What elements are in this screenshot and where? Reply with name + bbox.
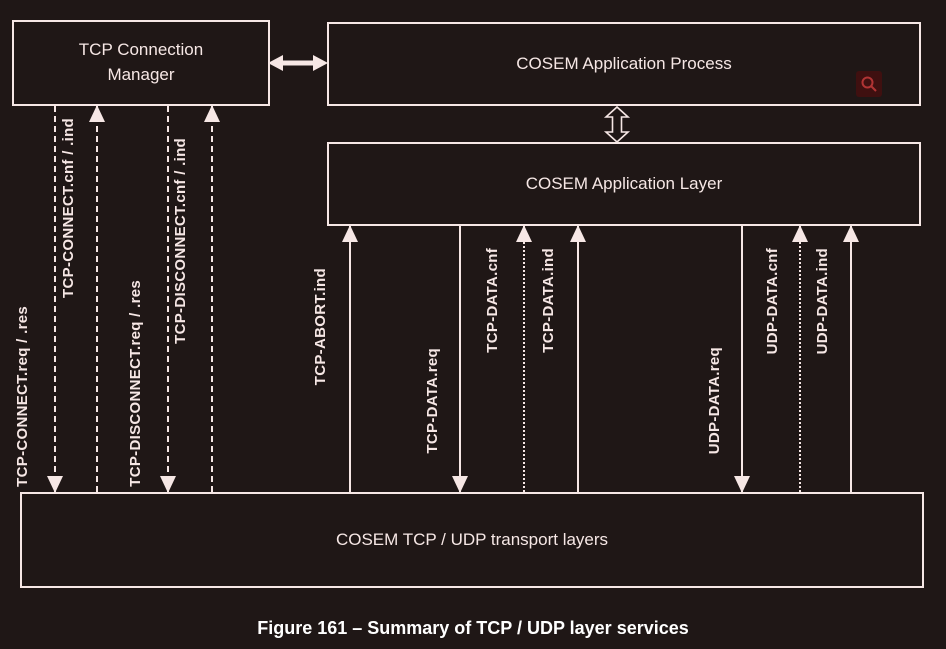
arrow-udp-data-ind: [843, 225, 859, 492]
arrow-line: [850, 226, 852, 492]
signal-label-tcp-disconnect-req: TCP-DISCONNECT.req / .res: [127, 280, 144, 487]
arrow-line: [349, 226, 351, 492]
arrowhead-up-icon: [89, 105, 105, 122]
double-arrow-vertical-icon: [603, 106, 631, 143]
arrowhead-up-icon: [204, 105, 220, 122]
arrowhead-down-icon: [47, 476, 63, 493]
signal-label-tcp-connect-cnf: TCP-CONNECT.cnf / .ind: [60, 118, 77, 298]
arrowhead-down-icon: [452, 476, 468, 493]
arrowhead-up-icon: [570, 225, 586, 242]
arrow-tcp-abort-ind: [342, 225, 358, 492]
arrow-line: [741, 226, 743, 492]
figure-caption: Figure 161 – Summary of TCP / UDP layer …: [257, 618, 689, 638]
signal-label-udp-data-cnf: UDP-DATA.cnf: [764, 248, 781, 355]
box-tcp-connection-manager: TCP Connection Manager: [12, 20, 270, 106]
box-transport-layers: COSEM TCP / UDP transport layers: [20, 492, 924, 588]
box-cosem-application-process: COSEM Application Process: [327, 22, 921, 106]
arrow-tcp-connect-cnf: [89, 105, 105, 492]
box-label-cosem-application-layer: COSEM Application Layer: [525, 173, 723, 193]
signal-label-tcp-data-ind: TCP-DATA.ind: [540, 248, 557, 353]
arrow-udp-data-cnf: [792, 225, 808, 492]
arrowhead-up-icon: [843, 225, 859, 242]
box-cosem-application-layer: COSEM Application Layer: [327, 142, 921, 226]
signal-label-tcp-data-cnf: TCP-DATA.cnf: [484, 248, 501, 353]
box-label-transport-layers: COSEM TCP / UDP transport layers: [335, 529, 609, 549]
box-label-tcp-connection-manager: TCP Connection Manager: [78, 40, 204, 84]
arrow-line: [167, 106, 169, 492]
arrow-tcp-data-ind: [570, 225, 586, 492]
arrow-line: [54, 106, 56, 492]
arrow-tcp-data-cnf: [516, 225, 532, 492]
arrow-line: [799, 226, 801, 492]
arrowhead-up-icon: [792, 225, 808, 242]
arrow-tcp-connect-req: [47, 106, 63, 493]
arrow-line: [96, 106, 98, 492]
arrowhead-up-icon: [342, 225, 358, 242]
double-arrow-horizontal-icon: [268, 55, 328, 71]
arrow-line: [211, 106, 213, 492]
arrow-tcp-disconnect-req: [160, 106, 176, 493]
arrow-tcp-disconnect-cnf: [204, 105, 220, 492]
signal-label-udp-data-ind: UDP-DATA.ind: [814, 248, 831, 355]
signal-label-tcp-disconnect-cnf: TCP-DISCONNECT.cnf / .ind: [172, 138, 189, 344]
arrow-line: [459, 226, 461, 492]
signal-label-tcp-abort-ind: TCP-ABORT.ind: [312, 268, 329, 386]
arrowhead-up-icon: [516, 225, 532, 242]
arrowhead-down-icon: [734, 476, 750, 493]
magnifier-glyph: [861, 76, 877, 92]
arrow-tcp-data-req: [452, 226, 468, 493]
signal-label-tcp-data-req: TCP-DATA.req: [424, 348, 441, 454]
arrowhead-down-icon: [160, 476, 176, 493]
search-icon[interactable]: [856, 71, 882, 97]
signal-label-udp-data-req: UDP-DATA.req: [706, 346, 723, 454]
arrow-line: [523, 226, 525, 492]
arrow-line: [577, 226, 579, 492]
arrow-udp-data-req: [734, 226, 750, 493]
signal-label-tcp-connect-req: TCP-CONNECT.req / .res: [14, 306, 31, 487]
box-label-cosem-application-process: COSEM Application Process: [516, 53, 732, 73]
